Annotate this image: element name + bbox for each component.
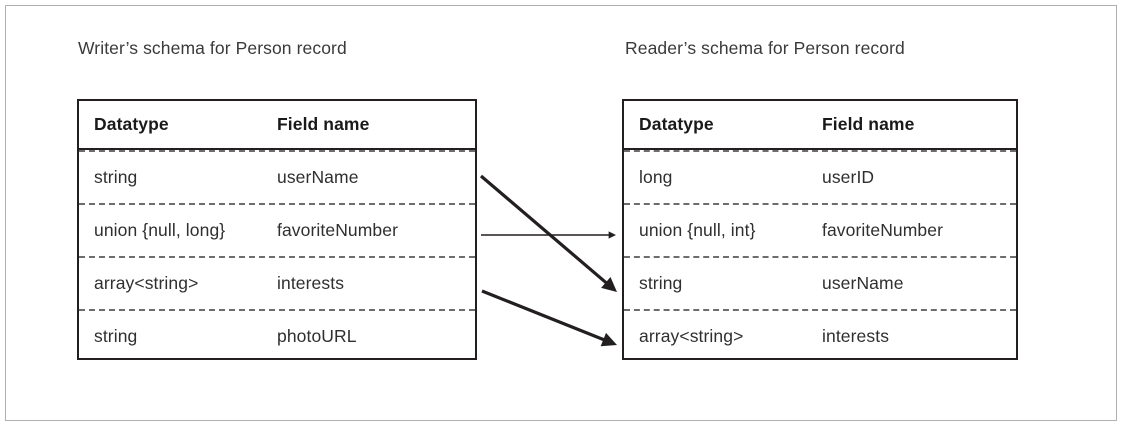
column-header-fieldname: Field name xyxy=(822,114,915,134)
column-header-fieldname: Field name xyxy=(277,114,370,134)
cell-datatype: array<string> xyxy=(94,273,199,293)
cell-fieldname: userID xyxy=(822,167,875,187)
cell-fieldname: userName xyxy=(277,167,359,187)
table-row: array<string> interests xyxy=(79,256,475,309)
mapping-arrow xyxy=(481,231,616,239)
table-row: string userName xyxy=(624,256,1016,309)
table-row: union {null, int} favoriteNumber xyxy=(624,203,1016,256)
column-header-datatype: Datatype xyxy=(639,114,714,134)
cell-datatype: array<string> xyxy=(639,326,744,346)
cell-fieldname: interests xyxy=(277,273,345,293)
table-row: string userName xyxy=(79,150,475,203)
table-row: union {null, long} favoriteNumber xyxy=(79,203,475,256)
table-header-row: Datatype Field name xyxy=(79,101,475,150)
cell-fieldname: photoURL xyxy=(277,326,357,346)
column-header-datatype: Datatype xyxy=(94,114,169,134)
table-row: string photoURL xyxy=(79,309,475,362)
mapping-arrow xyxy=(479,174,617,292)
cell-fieldname: favoriteNumber xyxy=(277,220,399,240)
table-row: array<string> interests xyxy=(624,309,1016,362)
reader-schema-caption: Reader’s schema for Person record xyxy=(625,38,905,58)
table-row: long userID xyxy=(624,150,1016,203)
cell-datatype: long xyxy=(639,167,673,187)
writer-schema-caption: Writer’s schema for Person record xyxy=(78,38,347,58)
cell-datatype: string xyxy=(94,167,138,187)
table-header-row: Datatype Field name xyxy=(624,101,1016,150)
cell-datatype: union {null, long} xyxy=(94,220,226,240)
mapping-arrow xyxy=(481,289,617,347)
cell-datatype: union {null, int} xyxy=(639,220,756,240)
cell-datatype: string xyxy=(94,326,138,346)
cell-datatype: string xyxy=(639,273,683,293)
cell-fieldname: interests xyxy=(822,326,890,346)
cell-fieldname: favoriteNumber xyxy=(822,220,944,240)
reader-schema-table: Datatype Field name long userID union {n… xyxy=(622,99,1018,360)
writer-schema-table: Datatype Field name string userName unio… xyxy=(77,99,477,360)
cell-fieldname: userName xyxy=(822,273,904,293)
